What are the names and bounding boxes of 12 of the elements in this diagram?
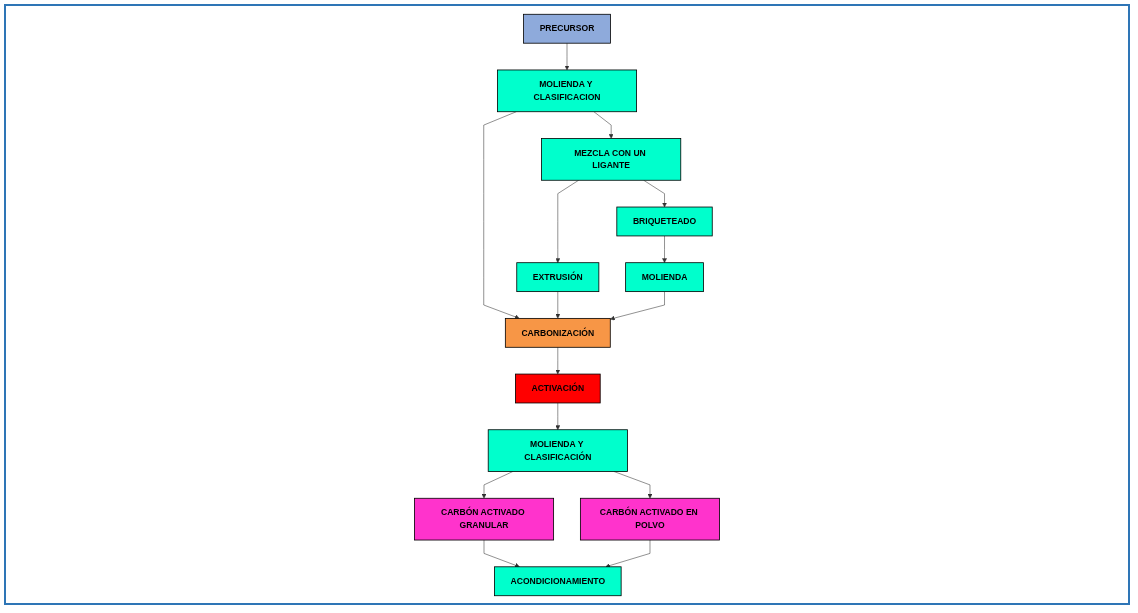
node-box: MOLIENDA	[625, 261, 704, 292]
node-box: CARBÓN ACTIVADO GRANULAR	[414, 497, 554, 540]
node-box: MOLIENDA Y CLASIFICACIÓN	[487, 428, 628, 472]
node-box: MOLIENDA Y CLASIFICACION	[497, 69, 637, 112]
node-box: CARBÓN ACTIVADO EN POLVO	[580, 497, 720, 540]
node-box: EXTRUSIÓN	[516, 261, 600, 292]
node-box: ACONDICIONAMIENTO	[494, 565, 622, 596]
node-box: BRIQUETEADO	[616, 206, 713, 236]
node-box: PRECURSOR	[523, 13, 611, 44]
node-box: MEZCLA CON UN LIGANTE	[541, 137, 682, 181]
node-box: ACTIVACIÓN	[515, 373, 601, 403]
node-box: CARBONIZACIÓN	[504, 317, 611, 348]
